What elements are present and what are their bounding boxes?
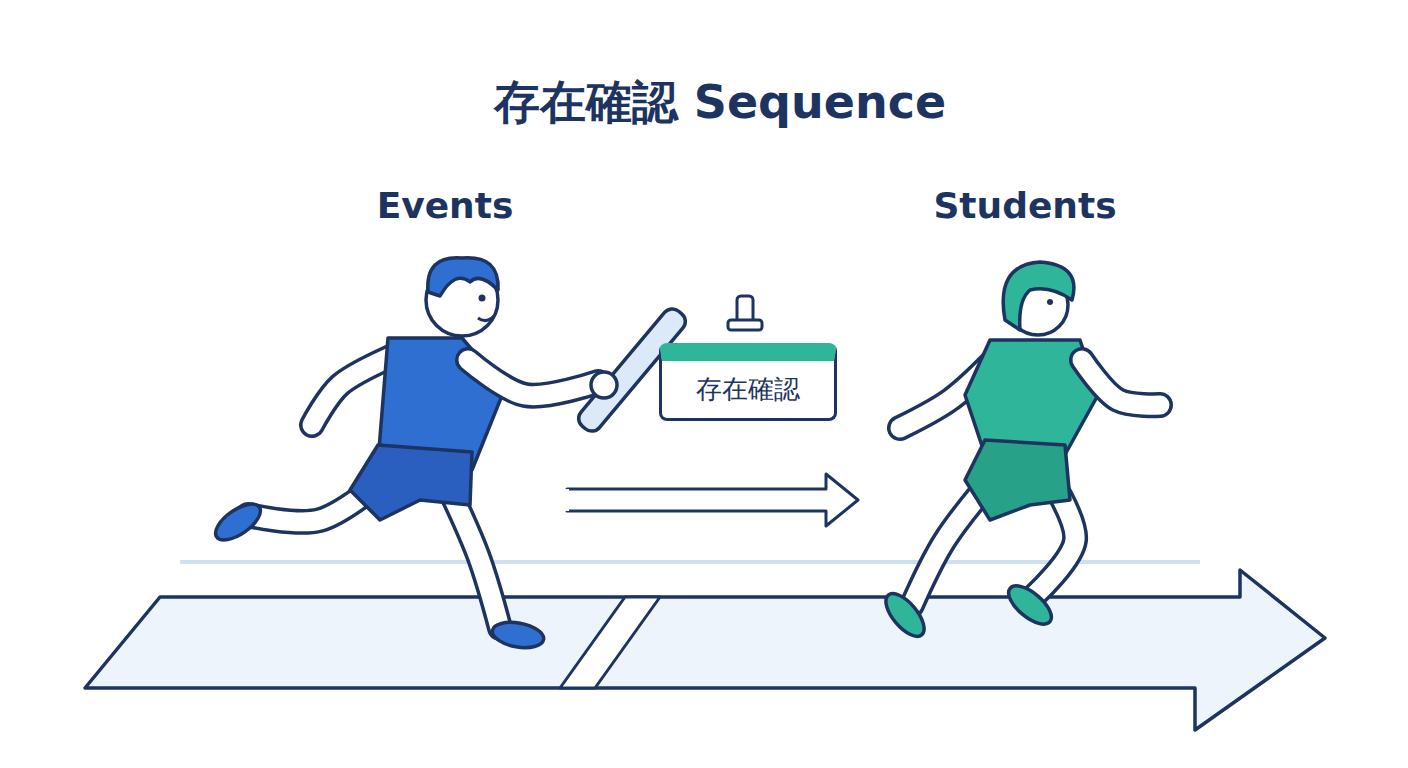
direction-arrow-gap [567,496,826,504]
shoe [490,619,545,652]
hand [591,372,617,398]
runner-label: Students [933,185,1116,226]
hair [428,258,498,296]
tag-text: 存在確認 [696,372,800,407]
shorts [350,445,472,520]
front-arm [1082,360,1160,405]
tag-clip [728,320,762,330]
eye [1047,299,1053,305]
shoe [879,587,931,642]
track-arrow [85,570,1325,730]
smile [478,316,494,321]
green-runner [879,262,1160,643]
runner-label: Events [377,185,514,226]
front-arm-outline [468,360,598,396]
blue-runner [210,258,690,652]
shoe [210,497,266,546]
tag-box: 存在確認 [659,343,837,421]
diagram-title: 存在確認 Sequence [494,72,946,134]
front-arm-outline [1082,360,1160,405]
shorts [965,440,1070,520]
lane-mark [560,597,660,688]
hair [1003,262,1074,330]
direction-arrow-gap [565,489,569,511]
direction-arrow [567,474,858,526]
front-arm [468,360,598,396]
eye [479,295,486,302]
shoe [1002,579,1057,631]
